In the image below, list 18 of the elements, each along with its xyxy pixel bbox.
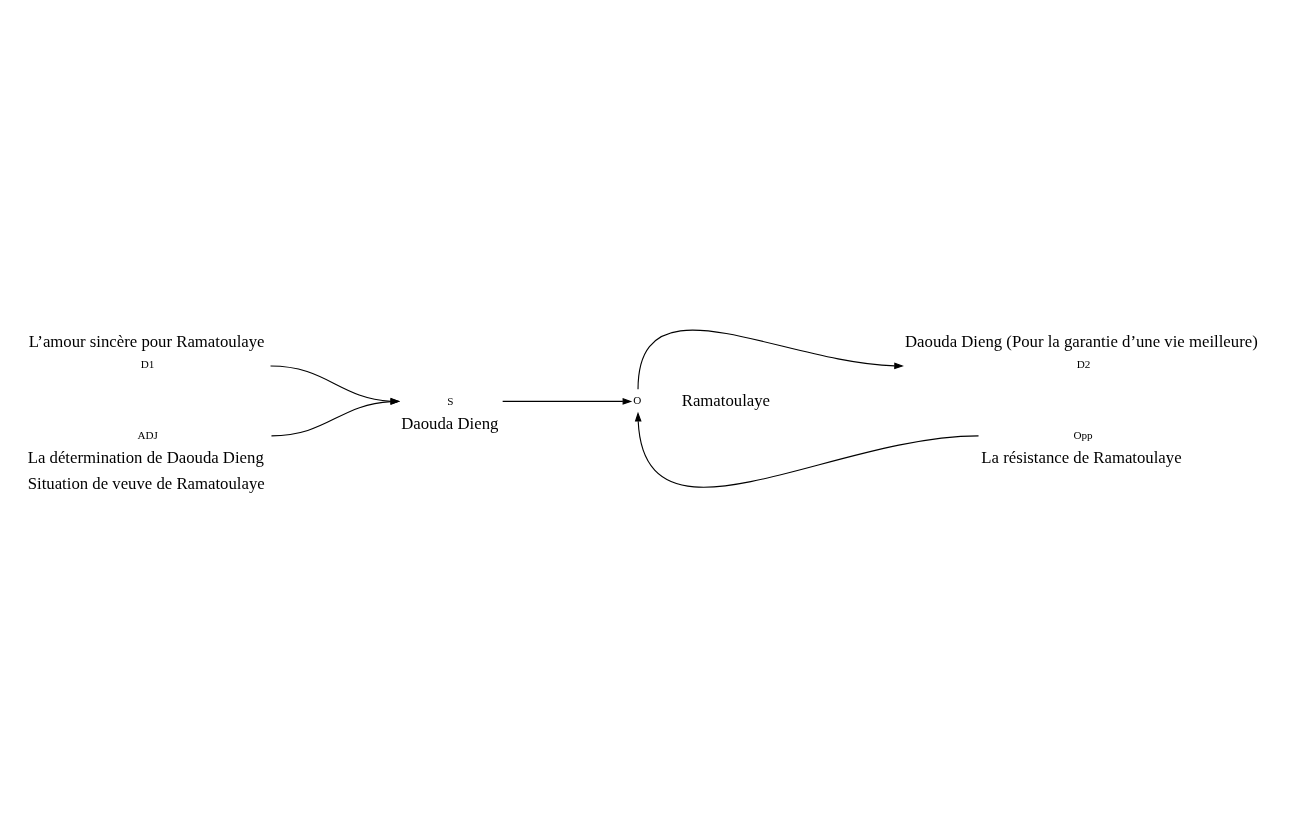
node-text: O: [633, 394, 642, 407]
arrow: [269, 365, 401, 405]
node-text: D2: [1076, 358, 1091, 371]
node-text: ADJ: [137, 429, 158, 442]
node-label: La détermination de Daouda Dieng: [27, 448, 264, 468]
arrow: [634, 411, 980, 488]
node-label: Daouda Dieng: [401, 413, 499, 433]
node-text: D1: [140, 358, 155, 371]
node-label: Ramatoulaye: [681, 390, 771, 410]
arrow: [502, 398, 633, 405]
node-label: L’amour sincère pour Ramatoulaye: [28, 331, 265, 351]
node-text: S: [447, 394, 454, 407]
node-label: Situation de veuve de Ramatoulaye: [27, 474, 265, 494]
arrow: [637, 329, 904, 390]
arrow: [270, 398, 401, 437]
node-label: La résistance de Ramatoulaye: [981, 448, 1182, 468]
node-text: Opp: [1073, 429, 1093, 442]
node-label: Daouda Dieng (Pour la garantie d’une vie meilleure): [905, 331, 1258, 351]
